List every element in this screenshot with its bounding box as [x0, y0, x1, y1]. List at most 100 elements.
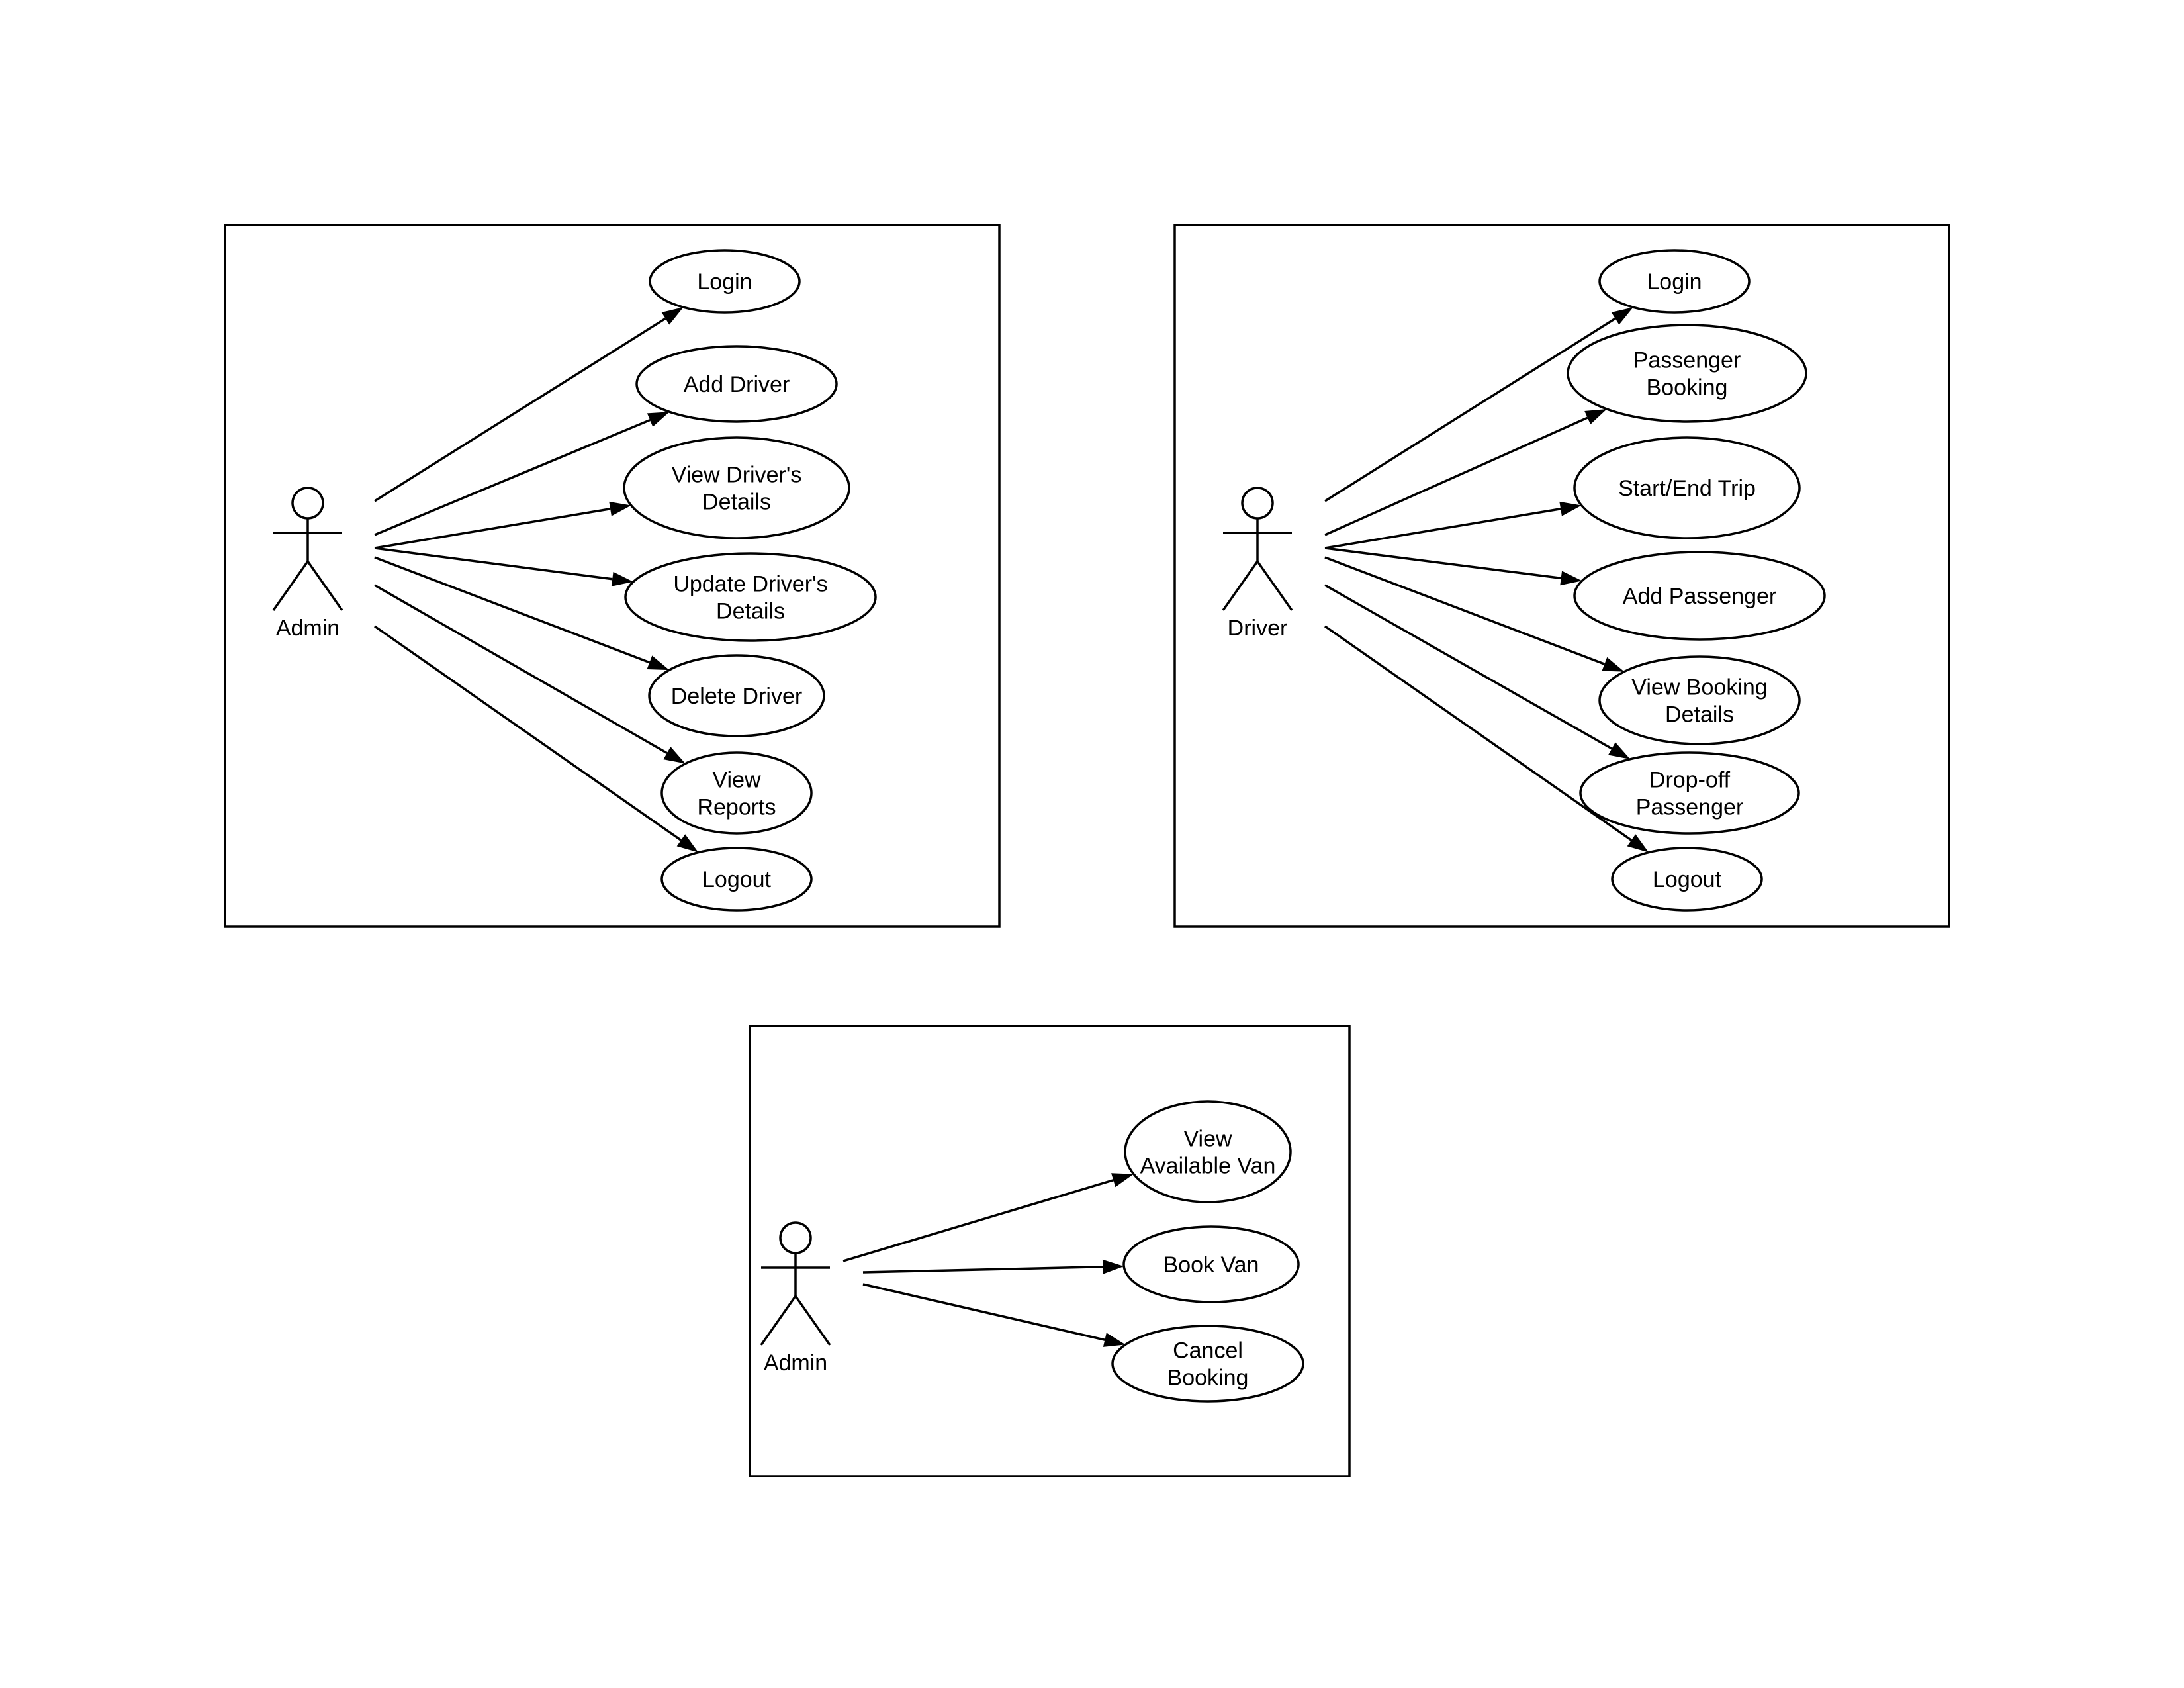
arrowhead	[1111, 1173, 1134, 1188]
association-line	[842, 1179, 1114, 1262]
association-line	[862, 1265, 1103, 1274]
use-case-label-line: Passenger	[1636, 795, 1744, 820]
arrowhead	[1102, 1259, 1124, 1274]
use-case-label-line: Book Van	[1163, 1252, 1259, 1278]
actor-figure: Admin	[760, 1221, 831, 1376]
association-line	[374, 508, 611, 549]
use-case-label-line: Details	[1665, 702, 1734, 727]
use-case-label: Add Driver	[684, 372, 790, 397]
use-case-label-line: Cancel	[1173, 1338, 1243, 1364]
arrowhead	[1602, 657, 1625, 672]
use-case-label-line: Start/End Trip	[1618, 476, 1756, 501]
use-case-label-line: Available Van	[1140, 1154, 1276, 1179]
use-case-label-line: View Driver's	[672, 463, 802, 488]
association-line	[373, 625, 682, 841]
association-line	[374, 556, 651, 664]
actor-left-leg	[1222, 560, 1259, 612]
actor-right-leg	[794, 1295, 831, 1346]
use-case-ellipse	[1611, 847, 1763, 912]
use-case-ellipse	[1111, 1325, 1304, 1403]
use-case-label-line: Add Passenger	[1623, 584, 1777, 609]
use-case-label-line: Login	[697, 269, 752, 295]
arrowhead	[1560, 571, 1582, 586]
use-case-label-line: View	[1183, 1127, 1232, 1152]
use-case-label-line: Passenger	[1633, 348, 1741, 373]
actor-label: Admin	[276, 616, 340, 641]
use-case-label-line: Login	[1647, 269, 1702, 295]
arrowhead	[1627, 834, 1649, 853]
association-line	[1324, 556, 1605, 665]
system-boundary	[224, 224, 1001, 928]
use-case-ellipse	[649, 249, 801, 314]
actor-right-leg	[306, 560, 343, 612]
use-case-label-line: Details	[702, 490, 771, 515]
use-case-ellipse	[1573, 436, 1801, 539]
use-case-ellipse	[635, 345, 838, 423]
use-case-label-line: View Booking	[1631, 675, 1767, 700]
use-case-ellipse	[1579, 751, 1800, 835]
actor-left-leg	[760, 1295, 797, 1346]
association-line	[1324, 584, 1613, 750]
use-case-ellipse	[624, 552, 877, 642]
actor-label: Driver	[1228, 616, 1288, 641]
association-line	[1324, 625, 1632, 841]
use-case-ellipse	[660, 751, 813, 835]
association-line	[1324, 416, 1588, 536]
arrowhead	[1608, 742, 1631, 759]
association-line	[374, 317, 666, 502]
actor-head	[291, 487, 324, 520]
use-case-label-line: Logout	[1653, 867, 1722, 892]
arrowhead	[1559, 501, 1582, 516]
arrowhead	[1103, 1333, 1126, 1347]
arrowhead	[663, 747, 686, 764]
arrowhead	[676, 834, 699, 853]
actor-right-leg	[1256, 560, 1293, 612]
use-case-label-line: Drop-off	[1649, 768, 1731, 793]
arrowhead	[647, 655, 670, 671]
use-case-ellipse	[1598, 655, 1801, 745]
actor-figure: Driver	[1222, 487, 1293, 641]
use-case-label: Login	[697, 269, 752, 295]
association-line	[374, 418, 651, 536]
use-case-label: Delete Driver	[671, 684, 802, 709]
arrowhead	[647, 412, 670, 427]
arrowhead	[1584, 409, 1607, 425]
use-case-label-line: View	[712, 768, 761, 793]
association-line	[374, 547, 613, 581]
use-case-ellipse	[1124, 1100, 1292, 1203]
association-line	[862, 1283, 1105, 1341]
actor-left-leg	[272, 560, 309, 612]
use-case-label: Book Van	[1163, 1252, 1259, 1278]
system-boundary	[1173, 224, 1950, 928]
use-case-ellipse	[1122, 1225, 1300, 1303]
association-line	[1324, 317, 1616, 502]
use-case-label-line: Reports	[697, 795, 776, 820]
use-case-label: Logout	[702, 867, 772, 892]
association-line	[374, 584, 668, 755]
use-case-label-line: Delete Driver	[671, 684, 802, 709]
arrowhead	[1611, 307, 1633, 325]
use-case-ellipse	[1573, 551, 1826, 641]
arrowhead	[609, 501, 631, 516]
actor-head	[1241, 487, 1274, 520]
arrowhead	[661, 307, 684, 325]
association-line	[1324, 547, 1561, 580]
use-case-label: Start/End Trip	[1618, 476, 1756, 501]
use-case-label-line: Booking	[1167, 1366, 1249, 1391]
use-case-label: Login	[1647, 269, 1702, 295]
use-case-ellipse	[660, 847, 813, 912]
use-case-ellipse	[623, 436, 850, 539]
actor-figure: Admin	[272, 487, 343, 641]
association-line	[1324, 508, 1561, 549]
